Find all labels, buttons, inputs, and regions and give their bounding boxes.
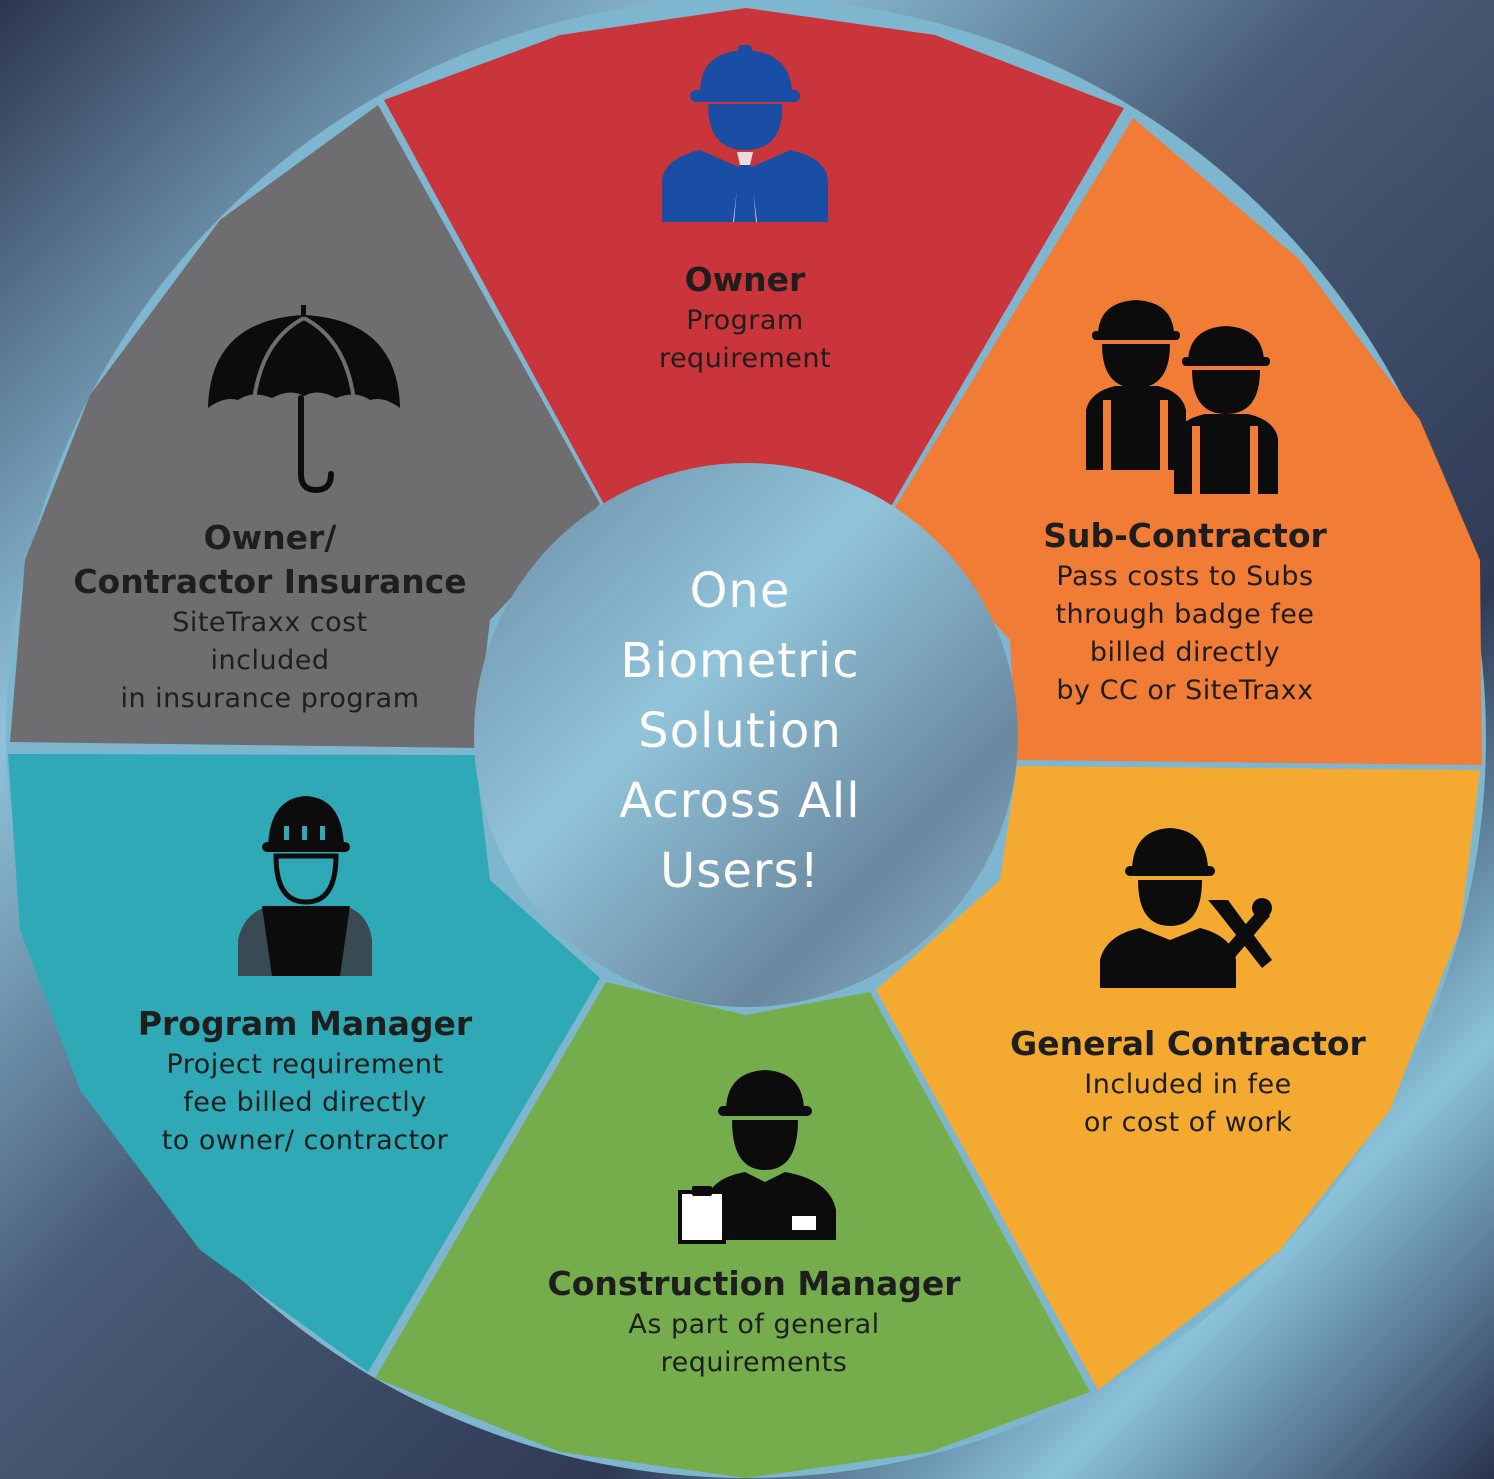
owner-label: Owner Program requirement [595, 258, 895, 378]
program-manager-line: Project requirement [166, 1049, 444, 1080]
two-workers-icon [1086, 300, 1278, 494]
subcontractor-title: Sub-Contractor [1043, 516, 1327, 555]
center-line: One [689, 563, 791, 619]
program-manager-line: fee billed directly [183, 1087, 427, 1118]
construction-manager-line: requirements [660, 1347, 848, 1378]
owner-title: Owner [684, 260, 806, 299]
insurance-line: included [210, 645, 330, 676]
subcontractor-label: Sub-Contractor Pass costs to Subs throug… [1020, 514, 1350, 710]
manager-clipboard-icon [678, 1070, 836, 1244]
center-line: Across All [619, 773, 861, 829]
owner-line: Program [686, 305, 804, 336]
umbrella-icon [208, 305, 400, 494]
general-contractor-line: or cost of work [1083, 1107, 1293, 1138]
insurance-label: Owner/ Contractor Insurance SiteTraxx co… [40, 516, 500, 718]
general-contractor-label: General Contractor Included in fee or co… [988, 1022, 1388, 1142]
construction-manager-line: As part of general [628, 1309, 880, 1340]
owner-segment [384, 8, 1124, 508]
insurance-line: SiteTraxx cost [172, 607, 368, 638]
program-manager-line: to owner/ contractor [161, 1125, 449, 1156]
businessman-icon [662, 45, 828, 222]
center-headline: One Biometric Solution Across All Users! [540, 556, 940, 906]
subcontractor-line: through badge fee [1055, 599, 1315, 630]
worker-vest-icon [238, 796, 372, 976]
center-line: Users! [660, 843, 820, 899]
insurance-title: Contractor Insurance [73, 562, 467, 601]
contractor-tools-icon [1100, 828, 1272, 988]
program-manager-label: Program Manager Project requirement fee … [100, 1002, 510, 1160]
general-contractor-title: General Contractor [1010, 1024, 1366, 1063]
subcontractor-line: billed directly [1089, 637, 1281, 668]
owner-line: requirement [658, 343, 832, 374]
general-contractor-line: Included in fee [1084, 1069, 1292, 1100]
subcontractor-line: by CC or SiteTraxx [1056, 675, 1314, 706]
program-manager-segment [8, 754, 600, 1372]
center-circle [474, 463, 1018, 1007]
subcontractor-line: Pass costs to Subs [1056, 561, 1314, 592]
construction-manager-title: Construction Manager [547, 1264, 961, 1303]
center-line: Solution [638, 703, 842, 759]
construction-manager-label: Construction Manager As part of general … [514, 1262, 994, 1382]
center-line: Biometric [620, 633, 860, 689]
insurance-line: in insurance program [120, 683, 420, 714]
insurance-title: Owner/ [203, 518, 337, 557]
insurance-segment [10, 105, 600, 748]
program-manager-title: Program Manager [137, 1004, 473, 1043]
general-contractor-segment [876, 766, 1480, 1390]
